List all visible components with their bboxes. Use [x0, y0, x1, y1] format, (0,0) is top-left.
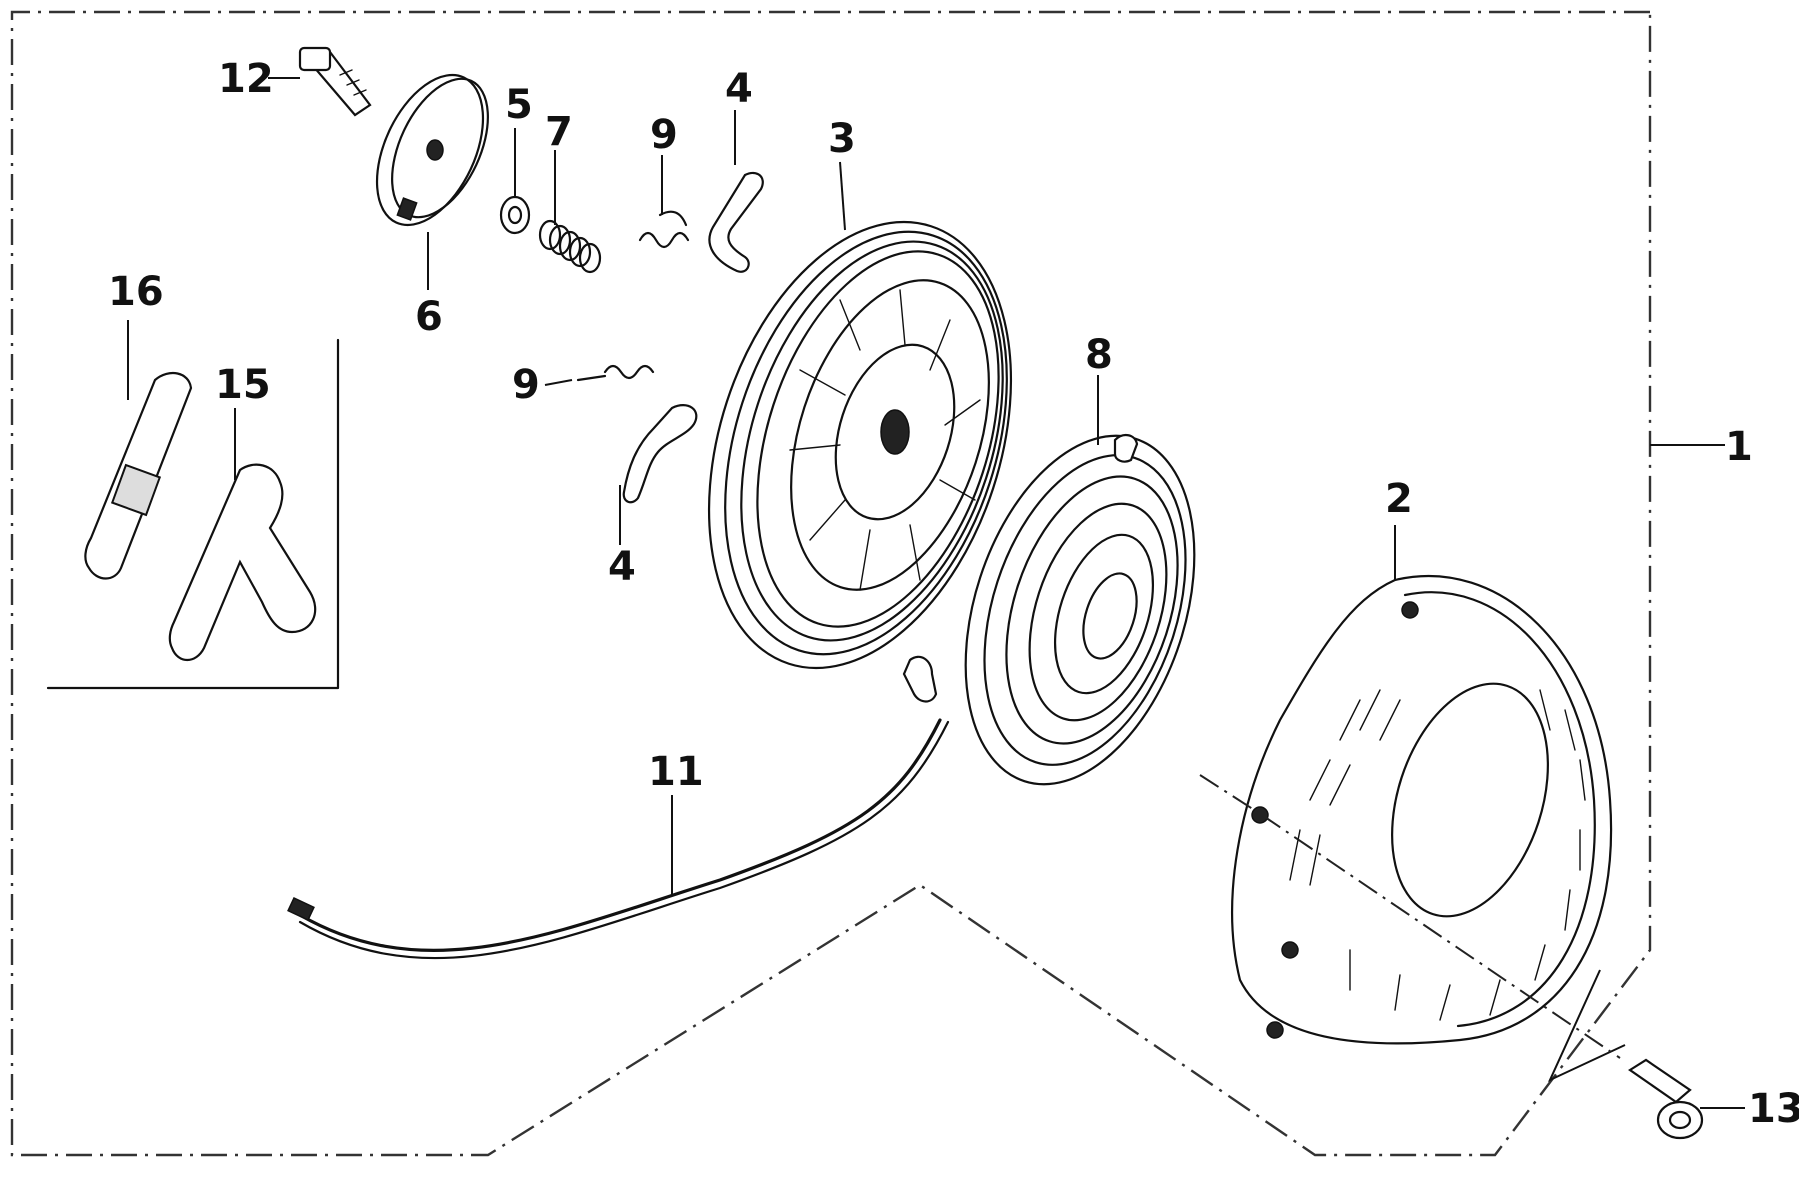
- callout-2: 2: [1385, 476, 1413, 522]
- part-16-grip-cover: [84, 371, 193, 580]
- callout-3: 3: [828, 116, 856, 162]
- part-2-starter-case: [1231, 574, 1613, 1045]
- callout-6: 6: [415, 294, 443, 340]
- grip-subassembly-frame: [46, 338, 340, 690]
- part-3-reel: [707, 220, 1013, 670]
- leader-lines: [127, 77, 1745, 1109]
- callout-11: 11: [648, 749, 704, 795]
- callout-15: 15: [215, 362, 271, 408]
- callout-1: 1: [1725, 424, 1753, 470]
- callout-5: 5: [505, 82, 533, 128]
- callout-labels: 1 2 3 4 4 5 6 7 8 9 9 11 12 13 15 16: [108, 56, 1799, 1132]
- callout-4-lower: 4: [608, 544, 636, 590]
- part-6-ratchet-plate: [375, 73, 489, 227]
- part-7-spring: [538, 219, 602, 274]
- part-9-spring-lower: [576, 364, 655, 382]
- callout-8: 8: [1085, 332, 1113, 378]
- callout-9-lower: 9: [512, 362, 540, 408]
- part-13-flange-bolt: [1628, 1058, 1704, 1140]
- callout-13: 13: [1748, 1086, 1799, 1132]
- part-5-washer: [499, 195, 531, 235]
- part-11-rope: [287, 655, 950, 960]
- callout-4-upper: 4: [725, 66, 753, 112]
- part-4-pawl-lower: [622, 404, 698, 504]
- part-4-pawl-upper: [708, 171, 764, 273]
- assembly-boundary: [10, 10, 1652, 1157]
- callout-12: 12: [218, 56, 274, 102]
- part-12-bolt: [298, 46, 372, 117]
- part-9-spring-upper: [638, 210, 690, 249]
- callout-9-upper: 9: [650, 112, 678, 158]
- callout-7: 7: [545, 109, 573, 155]
- part-8-recoil-spring: [964, 434, 1196, 786]
- callout-16: 16: [108, 269, 164, 315]
- part-15-starter-grip: [168, 463, 317, 662]
